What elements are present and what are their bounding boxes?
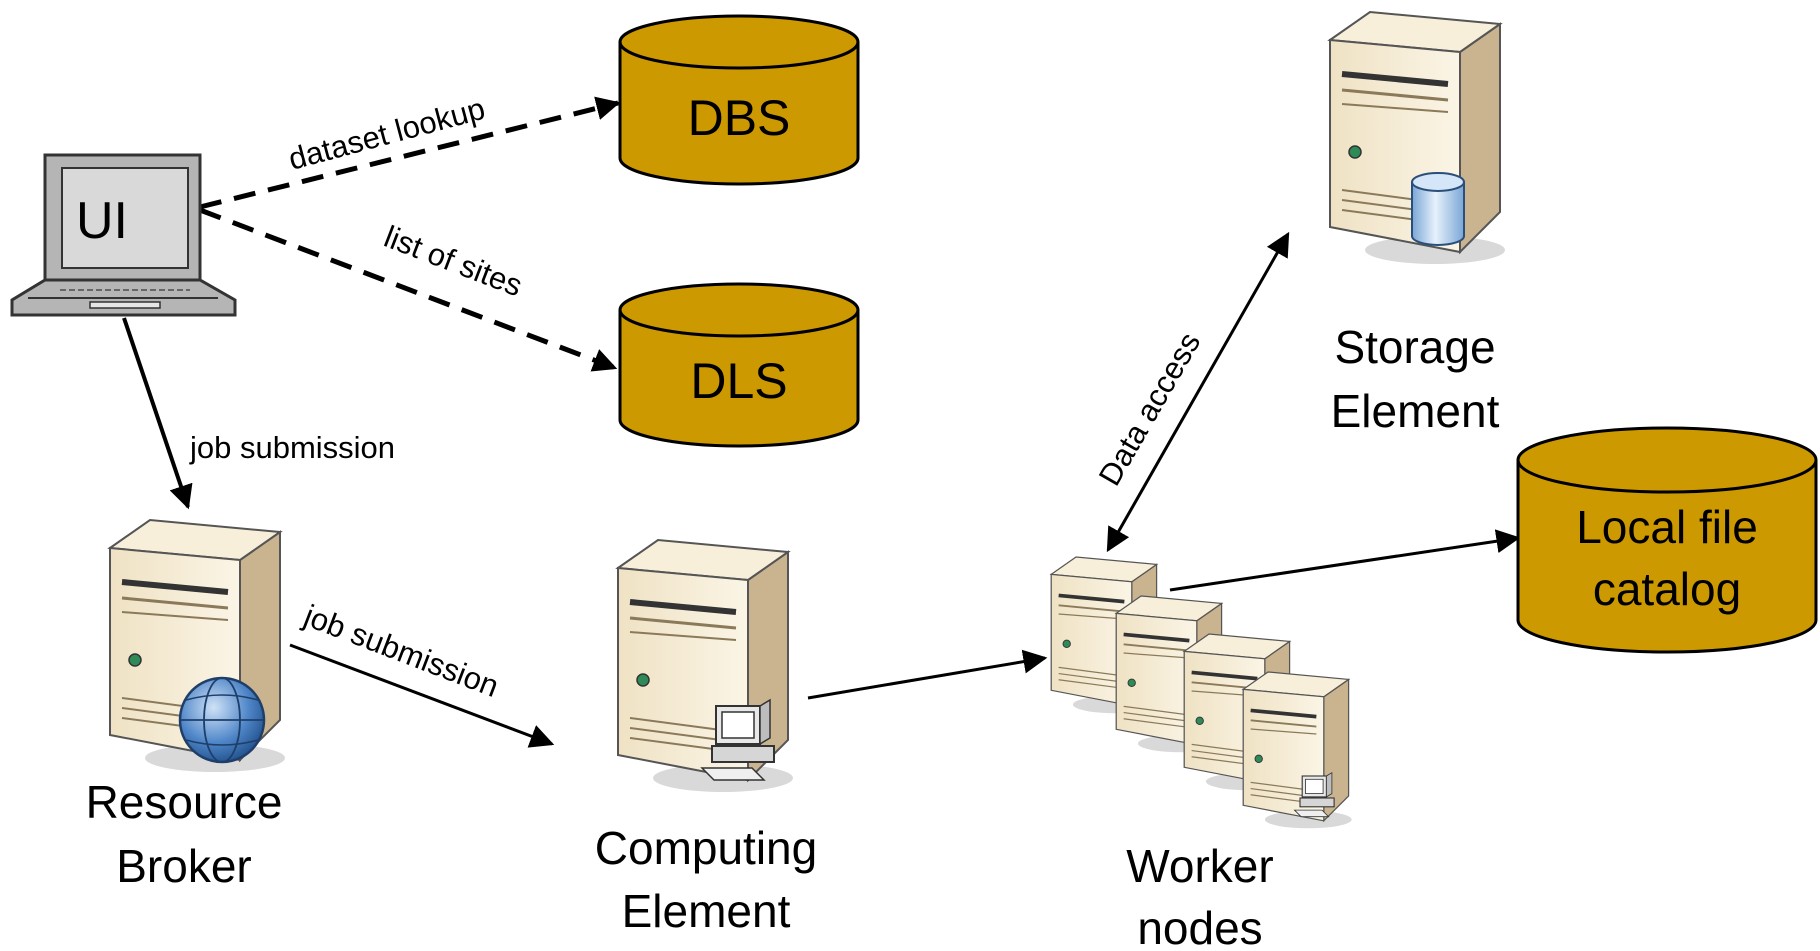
edge-ui-to-dbs: dataset lookup — [199, 91, 621, 210]
storage-cylinder-icon — [1411, 172, 1465, 246]
edge-label-job-submission-1: job submission — [189, 430, 395, 465]
server-icon — [1241, 670, 1354, 831]
resource-broker-label-line2: Broker — [116, 840, 251, 892]
globe-icon — [178, 676, 266, 764]
edge-label-dataset-lookup: dataset lookup — [285, 91, 489, 177]
edge-worker-nodes-to-catalog — [1169, 529, 1521, 592]
edge-ce-to-worker-nodes — [807, 649, 1048, 700]
local-file-catalog-label-line2: catalog — [1593, 563, 1741, 615]
resource-broker: Resource Broker — [86, 520, 285, 892]
worker-nodes-label-line1: Worker — [1126, 840, 1273, 892]
worker-nodes-label-line2: nodes — [1137, 902, 1262, 951]
edge-worker-nodes-to-storage: Data access — [1092, 231, 1290, 553]
computing-element: Computing Element — [595, 540, 817, 937]
computing-element-label-line1: Computing — [595, 822, 817, 874]
edge-rb-to-ce: job submission — [289, 598, 555, 748]
database-icon — [618, 14, 860, 186]
storage-element: Storage Element — [1330, 12, 1505, 437]
database-icon — [618, 282, 860, 448]
database-icon — [1516, 426, 1818, 654]
worker-nodes: Worker nodes — [1049, 555, 1354, 951]
computing-element-label-line2: Element — [622, 885, 791, 937]
ui-label: UI — [76, 192, 128, 250]
edge-ui-to-resource-broker: job submission — [122, 317, 395, 510]
laptop-icon — [10, 153, 237, 317]
storage-element-label-line2: Element — [1331, 385, 1500, 437]
dls-label: DLS — [690, 353, 787, 409]
resource-broker-label-line1: Resource — [86, 776, 283, 828]
local-file-catalog-database: Local file catalog — [1516, 426, 1818, 654]
local-file-catalog-label-line1: Local file — [1576, 501, 1758, 553]
edge-label-list-of-sites: list of sites — [379, 219, 527, 304]
storage-element-label-line1: Storage — [1334, 321, 1495, 373]
edge-ui-to-dls: list of sites — [199, 207, 618, 372]
ui-laptop: UI — [10, 153, 237, 317]
dbs-database: DBS — [618, 14, 860, 186]
dls-database: DLS — [618, 282, 860, 448]
dbs-label: DBS — [688, 90, 791, 146]
